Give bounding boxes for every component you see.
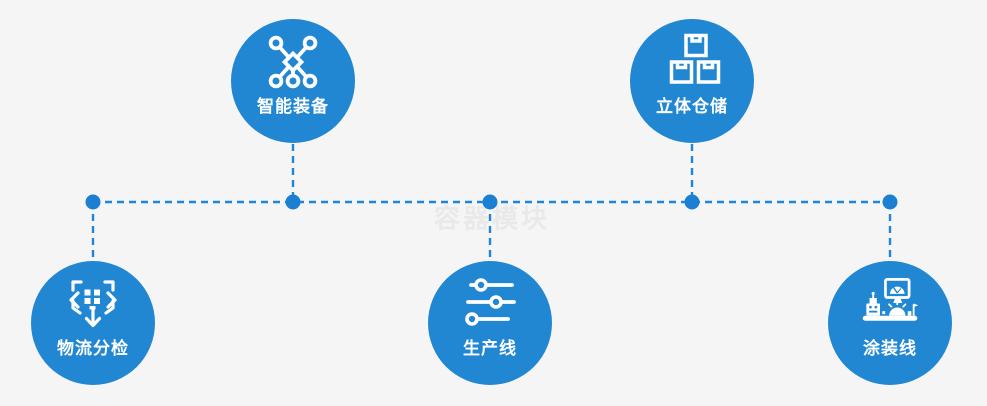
node-label: 智能装备 bbox=[257, 97, 329, 117]
node-label: 物流分检 bbox=[57, 339, 129, 359]
node-intelligent-equipment: 智能装备 bbox=[231, 19, 355, 143]
distribute-arrows-icon bbox=[63, 273, 123, 333]
node-stereoscopic-warehouse: 立体仓储 bbox=[630, 19, 754, 143]
node-label: 涂装线 bbox=[863, 339, 917, 359]
node-label: 生产线 bbox=[463, 339, 517, 359]
stacked-boxes-icon bbox=[662, 31, 722, 91]
control-station-icon bbox=[860, 273, 920, 333]
node-production-line: 生产线 bbox=[428, 261, 552, 385]
node-painting-line: 涂装线 bbox=[828, 261, 952, 385]
node-logistics-sorting: 物流分检 bbox=[31, 261, 155, 385]
sliders-icon bbox=[460, 273, 520, 333]
network-nodes-icon bbox=[263, 31, 323, 91]
node-label: 立体仓储 bbox=[656, 97, 728, 117]
